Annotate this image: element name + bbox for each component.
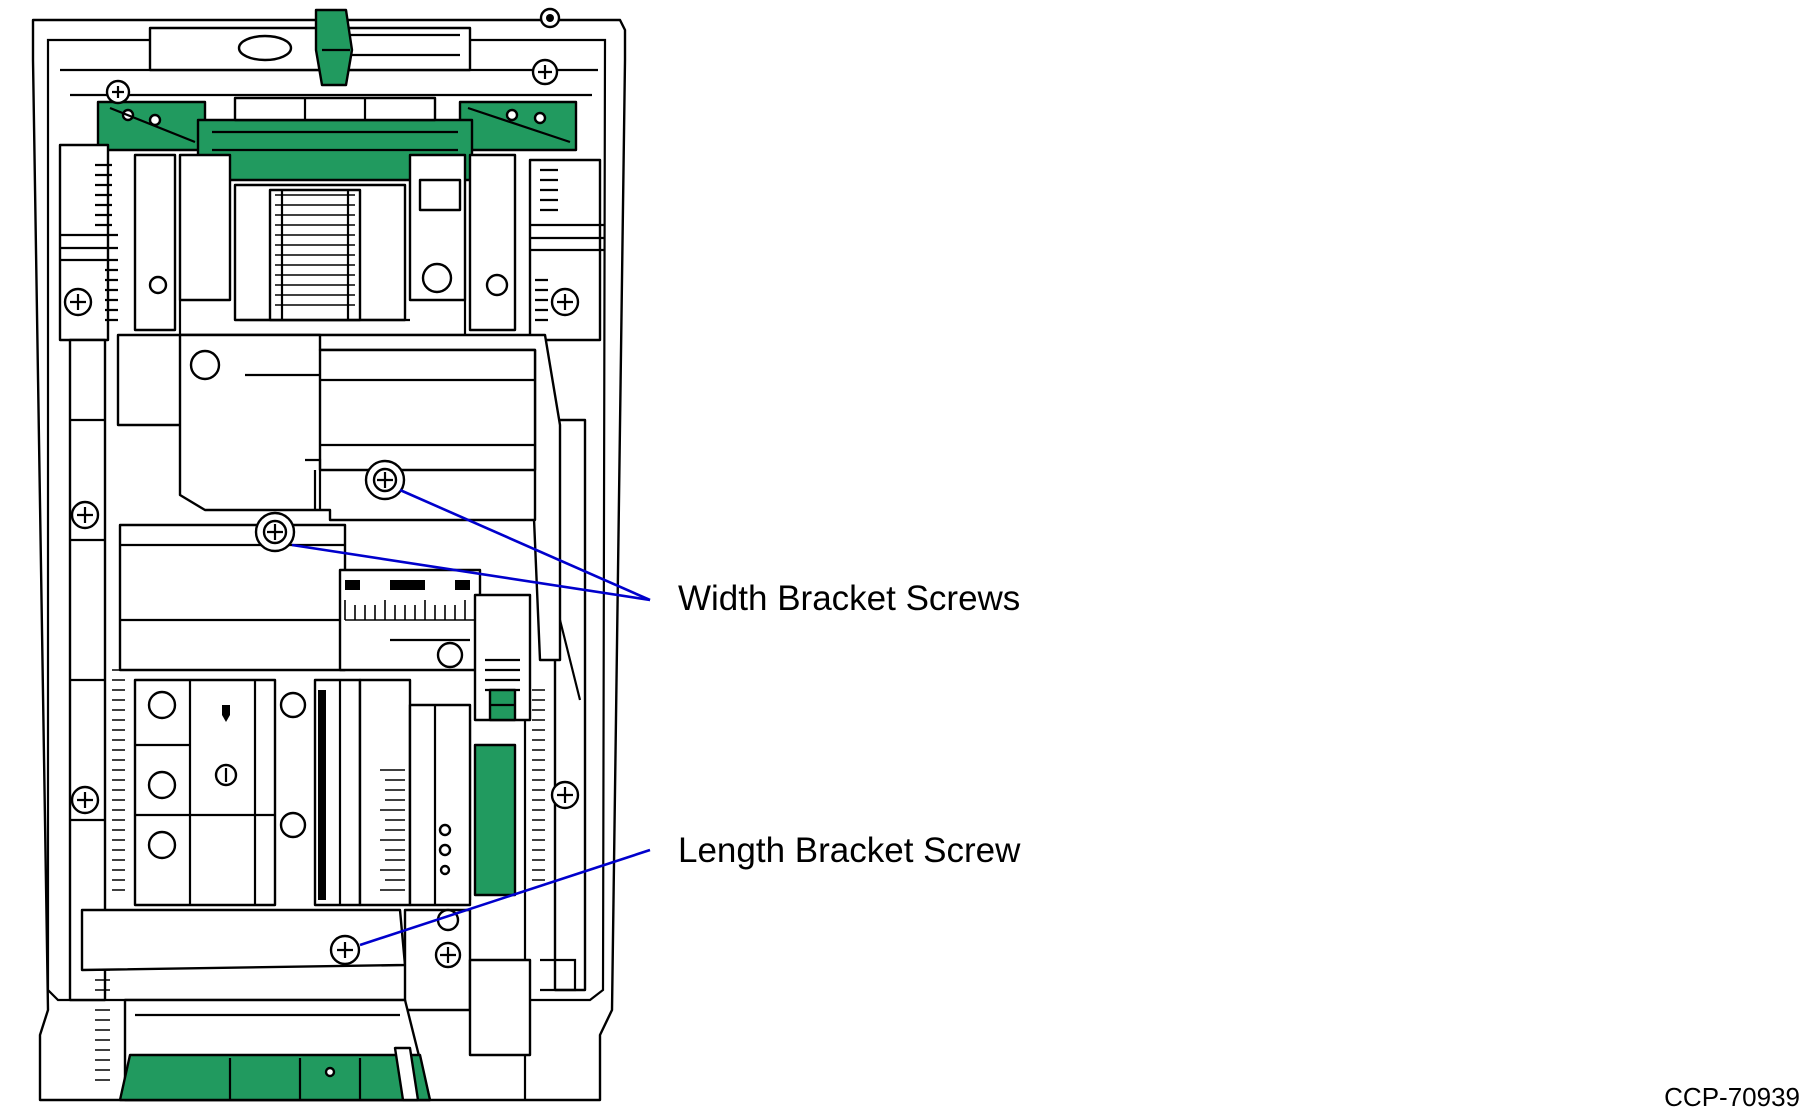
left-side-rails: [58, 143, 118, 1002]
top-corner-screws: [105, 58, 559, 105]
top-release-lever: [314, 8, 354, 87]
leader-width-screw-2: [291, 543, 651, 602]
right-bracket: [468, 593, 532, 1100]
springs: [95, 669, 545, 1081]
leader-length-screw: [359, 848, 651, 947]
width-bracket-screw-1: [364, 459, 406, 501]
width-scale: [338, 568, 482, 672]
top-green-bar: [96, 96, 578, 182]
width-bracket: [116, 333, 562, 672]
width-bracket-screw-2: [254, 511, 296, 553]
callout-leaders: [291, 488, 651, 947]
lower-left-panel: [133, 678, 307, 907]
length-rack: [313, 678, 472, 907]
bottom-tray: [118, 998, 432, 1102]
leader-width-screw-1: [399, 488, 651, 602]
figure-code: CCP-70939: [1664, 1082, 1800, 1112]
callout-label-width-bracket-screws: Width Bracket Screws: [678, 579, 1020, 618]
upper-mechanism: [133, 153, 517, 337]
side-screws: [63, 287, 580, 815]
callout-label-length-bracket-screw: Length Bracket Screw: [678, 831, 1021, 870]
feed-roller: [275, 190, 355, 320]
length-bracket-screw: [329, 934, 361, 966]
